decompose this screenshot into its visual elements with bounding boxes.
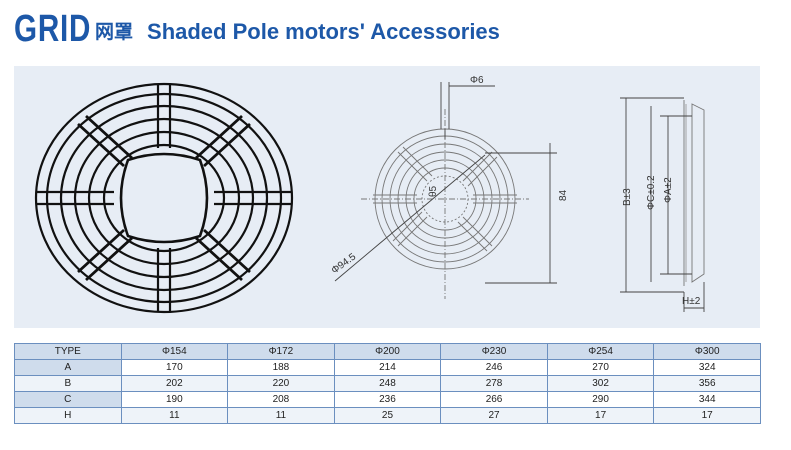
table-cell: 25 <box>333 407 442 424</box>
table-row: A 170 188 214 246 270 324 <box>14 359 761 376</box>
table-header-row: TYPE Φ154 Φ172 Φ200 Φ230 Φ254 Φ300 <box>14 343 761 360</box>
diagram-panel: Φ6 θ5 84 Φ94.5 B±3 ΦC±0.2 ΦA±2 H±2 <box>14 66 760 328</box>
table-row: B 202 220 248 278 302 356 <box>14 375 761 392</box>
table-cell: 270 <box>546 359 655 376</box>
h-tolerance-label: H±2 <box>682 296 701 307</box>
dimension-table: TYPE Φ154 Φ172 Φ200 Φ230 Φ254 Φ300 A 170… <box>14 343 761 424</box>
column-header: Φ154 <box>120 343 229 360</box>
column-header: Φ230 <box>440 343 548 360</box>
phi94-5-label: Φ94.5 <box>330 251 359 276</box>
table-cell: 266 <box>440 391 548 408</box>
table-cell: C <box>14 391 122 408</box>
column-header: Φ172 <box>227 343 335 360</box>
table-row: H 11 11 25 27 17 17 <box>14 407 761 424</box>
column-header: Φ300 <box>653 343 761 360</box>
c-tolerance-label: ΦC±0.2 <box>646 175 657 210</box>
theta5-label: θ5 <box>428 185 439 197</box>
a-tolerance-label: ΦA±2 <box>663 177 674 203</box>
grid-photo <box>34 82 294 314</box>
page-title: Shaded Pole motors' Accessories <box>147 19 500 44</box>
phi6-label: Φ6 <box>470 75 484 86</box>
column-header: TYPE <box>14 343 122 360</box>
table-cell: 246 <box>440 359 548 376</box>
technical-drawings: Φ6 θ5 84 Φ94.5 B±3 ΦC±0.2 ΦA±2 H±2 <box>34 75 705 314</box>
table-cell: H <box>14 407 122 424</box>
table-cell: A <box>14 359 122 376</box>
table-cell: 356 <box>653 375 761 392</box>
table-cell: 17 <box>546 407 655 424</box>
table-cell: 236 <box>333 391 442 408</box>
column-header: Φ254 <box>546 343 655 360</box>
b-tolerance-label: B±3 <box>622 188 633 206</box>
chinese-title: 网罩 <box>95 22 134 43</box>
table-cell: 302 <box>546 375 655 392</box>
table-cell: 278 <box>440 375 548 392</box>
table-cell: 11 <box>227 407 335 424</box>
table-row: C 190 208 236 266 290 344 <box>14 391 761 408</box>
column-header: Φ200 <box>333 343 442 360</box>
grid-front-view <box>334 82 557 299</box>
page-header: GRID 网罩 Shaded Pole motors' Accessories <box>14 4 500 48</box>
table-cell: B <box>14 375 122 392</box>
grid-side-view <box>620 97 705 312</box>
brand-logo-text: GRID <box>14 8 92 50</box>
table-cell: 17 <box>653 407 761 424</box>
table-cell: 248 <box>333 375 442 392</box>
table-cell: 188 <box>227 359 335 376</box>
table-cell: 214 <box>333 359 442 376</box>
table-cell: 220 <box>227 375 335 392</box>
table-cell: 11 <box>120 407 229 424</box>
dim84-label: 84 <box>558 189 569 201</box>
table-cell: 190 <box>120 391 229 408</box>
table-cell: 344 <box>653 391 761 408</box>
table-cell: 202 <box>120 375 229 392</box>
table-cell: 208 <box>227 391 335 408</box>
table-cell: 170 <box>120 359 229 376</box>
table-cell: 290 <box>546 391 655 408</box>
table-cell: 27 <box>440 407 548 424</box>
table-cell: 324 <box>653 359 761 376</box>
